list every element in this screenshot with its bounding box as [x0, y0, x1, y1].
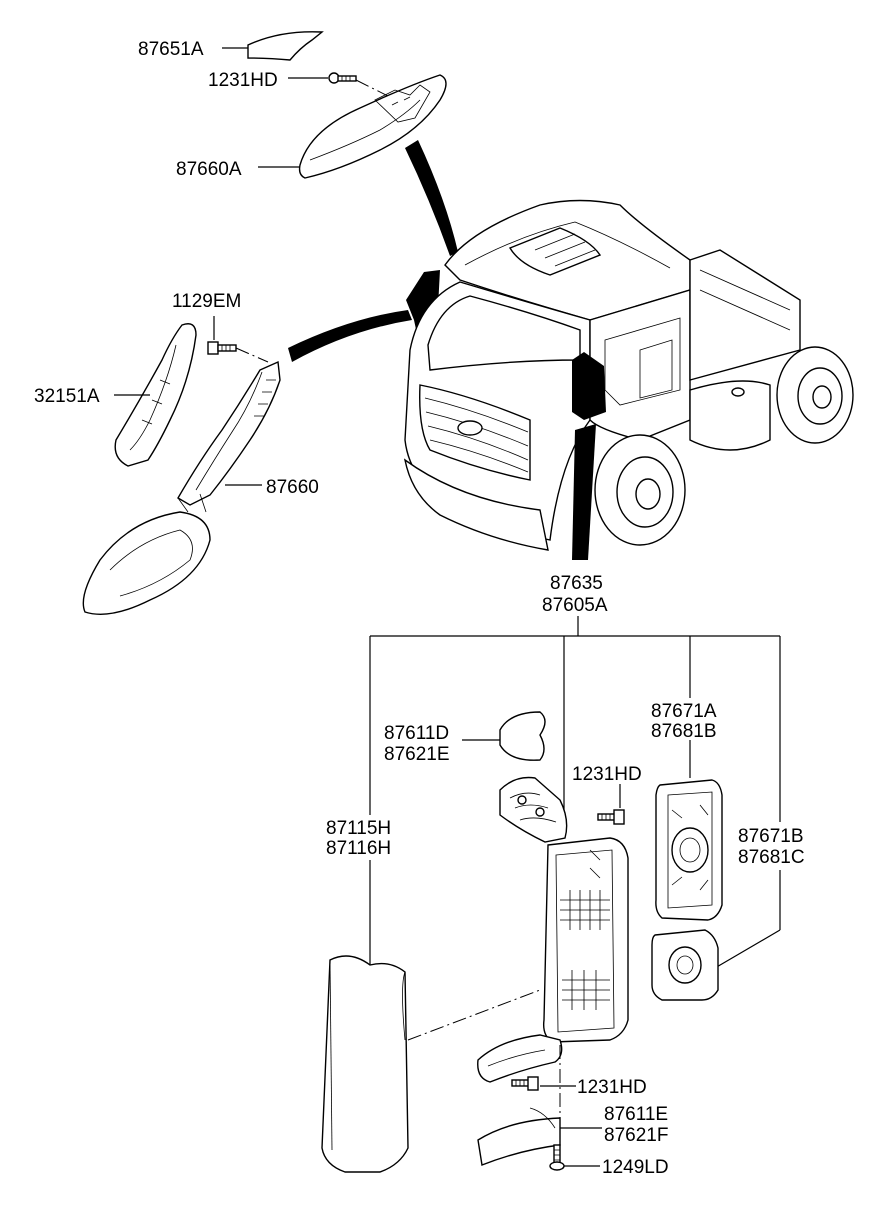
label-87635: 87635: [550, 573, 603, 594]
label-87116H: 87116H: [326, 838, 391, 859]
roof-mirror-cover-87651A: [247, 31, 324, 61]
label-87671A: 87671A: [651, 701, 717, 722]
label-1249LD: 1249LD: [602, 1157, 669, 1178]
label-87611E: 87611E: [604, 1104, 668, 1125]
roof-mirror-87660A: [298, 74, 447, 179]
bolt-1231HD-mid: [597, 809, 625, 825]
bolt-1231HD-top: [328, 72, 357, 84]
label-87681C: 87681C: [738, 847, 805, 868]
cap-87611D: [499, 711, 546, 761]
label-87671B: 87671B: [738, 826, 804, 847]
cap-87611E: [477, 1107, 561, 1166]
label-1231HD-low: 1231HD: [577, 1077, 647, 1098]
screw-1249LD: [549, 1144, 565, 1171]
side-mirror-87660: [82, 360, 281, 615]
mirror-housing: [542, 837, 629, 1043]
label-1231HD-mid: 1231HD: [572, 764, 642, 785]
label-87660: 87660: [266, 477, 319, 498]
label-87621F: 87621F: [604, 1125, 668, 1146]
label-87605A: 87605A: [542, 595, 608, 616]
label-87651A: 87651A: [138, 39, 204, 60]
mirror-glass-87671B: [651, 929, 719, 1001]
label-87621E: 87621E: [384, 744, 450, 765]
label-1129EM: 1129EM: [172, 291, 241, 312]
bolt-1129EM: [207, 341, 237, 355]
mirror-glass-87671A: [655, 779, 723, 921]
truck-side-mirror: [572, 352, 606, 420]
pointer-wedge-left: [288, 310, 412, 362]
mirror-arm-bracket: [499, 776, 568, 843]
label-87660A: 87660A: [176, 159, 242, 180]
label-87611D: 87611D: [384, 723, 449, 744]
label-87115H: 87115H: [326, 818, 391, 839]
truck-cab: [403, 199, 854, 551]
label-32151A: 32151A: [34, 386, 100, 407]
bolt-1231HD-low: [511, 1076, 539, 1091]
mirror-cover-87115H: [321, 955, 409, 1173]
pointer-wedge-right: [572, 424, 596, 560]
mirror-lower-bracket: [477, 1034, 563, 1083]
bracket-cover-32151A: [114, 323, 197, 467]
label-1231HD-top: 1231HD: [208, 70, 278, 91]
pointer-wedge-top: [405, 140, 458, 256]
label-87681B: 87681B: [651, 721, 717, 742]
